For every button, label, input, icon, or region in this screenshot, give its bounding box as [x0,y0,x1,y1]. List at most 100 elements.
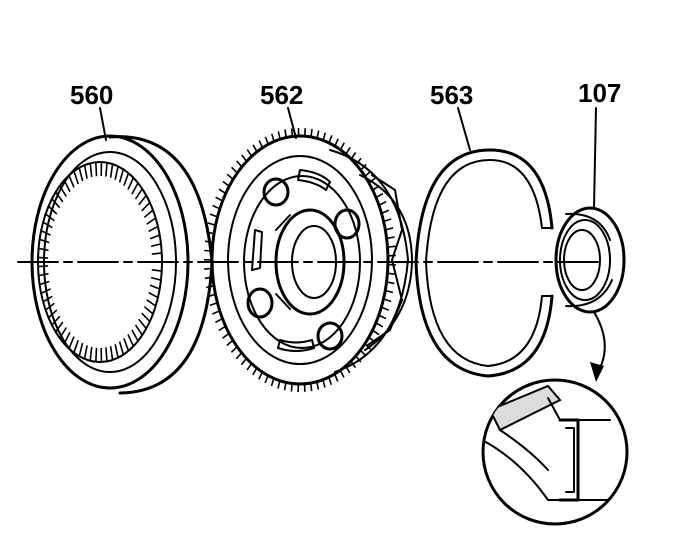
gear-tooth [309,382,313,392]
gear-tooth [207,293,216,298]
gear-tooth [45,302,55,311]
gear-tooth [235,352,243,360]
gear-tooth [364,170,372,177]
gear-tooth [105,347,108,362]
gear-tooth [283,382,287,391]
detail-arrow [590,311,606,382]
gear-tooth [339,369,345,378]
gear-tooth [143,209,154,218]
gear-tooth [73,170,79,185]
gear-tooth [68,336,75,349]
gear-tooth [290,128,294,137]
gear-tooth [222,180,230,187]
gear-tooth [89,163,93,178]
gear-tooth [138,318,147,330]
gear-tooth [241,154,248,162]
gear-tooth [236,160,243,168]
gear-tooth [127,177,135,190]
gear-tooth [226,339,234,347]
gear-tooth [131,329,139,342]
seal-107: 107 [554,78,626,314]
gear-tooth [204,276,214,280]
gear-tooth [328,135,333,144]
leader-line-563 [457,107,471,151]
gear-tooth [290,383,293,392]
gear-tooth [252,367,258,376]
pinion-hole [333,208,361,240]
gear-tooth [339,142,345,151]
gear-tooth [386,281,395,285]
carrier-assembly-562: 562 [204,80,413,393]
gear-tooth [246,149,253,157]
gear-tooth [205,285,215,289]
gear-tooth [39,238,50,244]
gear-tooth [271,133,275,142]
gear-tooth [344,365,351,374]
gear-tooth [109,163,114,178]
callout-label-107: 107 [578,78,621,108]
gear-tooth [114,166,119,180]
gear-tooth [83,345,88,360]
gear-tooth [38,247,49,252]
gear-tooth [375,322,384,328]
gear-tooth [59,327,67,339]
gear-tooth [359,349,367,357]
gear-tooth [95,347,98,362]
gear-tooth [368,177,376,184]
gear-tooth [51,198,61,209]
gear-tooth [148,225,159,233]
seal-cross-section-detail [481,378,629,526]
gear-tooth [310,128,313,138]
gear-tooth [355,157,362,165]
gear-tooth [322,132,327,141]
gear-tooth [149,284,160,290]
gear-tooth [372,185,380,191]
gear-tooth [63,331,71,345]
gear-tooth [151,252,162,255]
callout-label-562: 562 [260,80,303,110]
gear-tooth [328,376,333,385]
gear-tooth [212,204,221,210]
gear-tooth [385,289,394,294]
ring-gear-560: 560 [30,80,214,395]
gear-tooth [270,378,275,387]
gear-tooth [316,381,320,390]
gear-tooth [78,167,84,182]
gear-tooth [63,179,71,193]
gear-tooth [149,234,160,240]
gear-tooth [230,346,238,353]
gear-tooth [350,360,357,369]
gear-tooth [372,329,380,336]
gear-tooth [47,309,58,319]
gear-tooth [151,269,162,272]
gear-tooth [204,249,213,252]
gear-tooth [146,217,157,225]
gear-tooth [215,196,223,202]
gear-tooth [386,236,395,240]
gear-tooth [231,166,238,174]
gear-tooth [206,231,215,235]
gear-tooth [118,169,125,183]
gear-tooth [258,140,264,149]
gear-tooth [73,339,79,354]
gear-tooth [385,227,394,231]
gear-tooth [39,280,50,286]
gear-tooth [138,194,147,206]
gear-tooth [83,164,88,179]
gear-tooth [383,298,392,303]
gear-tooth [316,130,320,139]
callout-label-560: 560 [70,80,113,110]
leader-line-562 [287,107,297,139]
gear-tooth [246,362,253,371]
gear-tooth [378,314,387,320]
gear-tooth [355,355,362,363]
callout-label-563: 563 [430,80,473,110]
gear-tooth [264,375,269,384]
gear-tooth [95,162,98,177]
gear-tooth [143,306,154,315]
gear-tooth [45,213,55,222]
gear-tooth [123,172,130,186]
gear-tooth [78,342,84,357]
leader-line-107 [593,107,597,209]
